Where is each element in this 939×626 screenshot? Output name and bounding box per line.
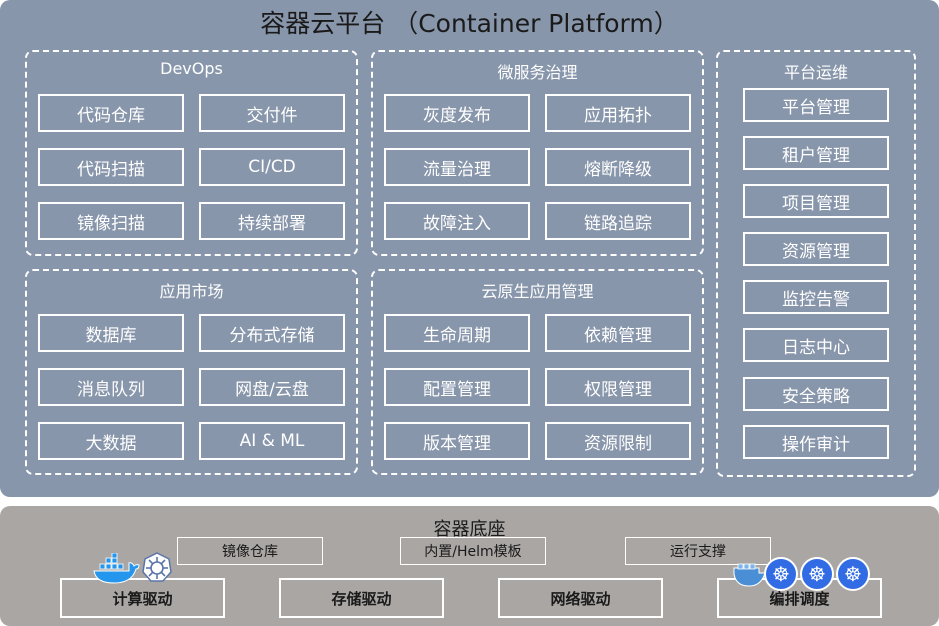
ops-title: 平台运维 [783,63,848,82]
ops-group: 平台运维 [716,50,916,477]
ops-item-platform-mgmt[interactable]: 平台管理 [743,88,889,122]
kubernetes-wheel-icon: ☸ [764,557,798,591]
market-item-distributed-storage[interactable]: 分布式存储 [199,314,345,352]
devops-item-cicd[interactable]: CI/CD [199,148,345,186]
cloudnative-item-resource-limits[interactable]: 资源限制 [545,422,691,460]
microservice-item-fault-injection[interactable]: 故障注入 [384,202,530,240]
base-driver-orchestration[interactable]: 编排调度 [717,578,882,618]
cloudnative-item-permission-mgmt[interactable]: 权限管理 [545,368,691,406]
base-tool-helm-templates[interactable]: 内置/Helm模板 [400,537,546,565]
cloudnative-item-dependency-mgmt[interactable]: 依赖管理 [545,314,691,352]
cloudnative-item-lifecycle[interactable]: 生命周期 [384,314,530,352]
microservice-group: 微服务治理 [371,50,704,256]
base-driver-compute[interactable]: 计算驱动 [60,578,225,618]
market-item-message-queue[interactable]: 消息队列 [38,368,184,406]
platform-title: 容器云平台 （Container Platform） [260,9,679,38]
ops-item-resource-mgmt[interactable]: 资源管理 [743,232,889,266]
cloudnative-group: 云原生应用管理 [371,269,704,475]
ops-item-tenant-mgmt[interactable]: 租户管理 [743,136,889,170]
microservice-item-app-topology[interactable]: 应用拓扑 [545,94,691,132]
market-item-database[interactable]: 数据库 [38,314,184,352]
ops-item-security-policy[interactable]: 安全策略 [743,377,889,411]
platform-panel [0,0,939,497]
devops-item-code-repo[interactable]: 代码仓库 [38,94,184,132]
market-item-cloud-drive[interactable]: 网盘/云盘 [199,368,345,406]
container-base-title: 容器底座 [433,519,506,540]
base-driver-storage[interactable]: 存储驱动 [279,578,444,618]
devops-group: DevOps [25,50,358,256]
microservice-item-canary-release[interactable]: 灰度发布 [384,94,530,132]
microservice-item-traffic-governance[interactable]: 流量治理 [384,148,530,186]
base-driver-network[interactable]: 网络驱动 [498,578,663,618]
base-tool-runtime-support[interactable]: 运行支撑 [625,537,771,565]
cloudnative-item-version-mgmt[interactable]: 版本管理 [384,422,530,460]
kubernetes-wheel-icon: ☸ [800,557,834,591]
ops-item-log-center[interactable]: 日志中心 [743,328,889,362]
base-tool-image-repo[interactable]: 镜像仓库 [177,537,323,565]
market-title: 应用市场 [159,282,224,301]
devops-title: DevOps [160,59,223,78]
ops-item-audit[interactable]: 操作审计 [743,425,889,459]
docker-whale-icon [92,552,140,585]
market-item-ai-ml[interactable]: AI & ML [199,422,345,460]
ops-item-project-mgmt[interactable]: 项目管理 [743,184,889,218]
ops-item-monitoring-alerts[interactable]: 监控告警 [743,280,889,314]
cloudnative-title: 云原生应用管理 [481,282,594,301]
kubernetes-wheel-icon [142,552,172,582]
devops-item-artifacts[interactable]: 交付件 [199,94,345,132]
devops-item-code-scan[interactable]: 代码扫描 [38,148,184,186]
devops-item-continuous-deploy[interactable]: 持续部署 [199,202,345,240]
kubernetes-wheel-icon: ☸ [836,557,870,591]
microservice-item-tracing[interactable]: 链路追踪 [545,202,691,240]
devops-item-image-scan[interactable]: 镜像扫描 [38,202,184,240]
market-item-big-data[interactable]: 大数据 [38,422,184,460]
market-group: 应用市场 [25,269,358,475]
docker-whale-icon [733,560,767,588]
microservice-title: 微服务治理 [497,63,578,82]
cloudnative-item-config-mgmt[interactable]: 配置管理 [384,368,530,406]
microservice-item-circuit-breaker[interactable]: 熔断降级 [545,148,691,186]
